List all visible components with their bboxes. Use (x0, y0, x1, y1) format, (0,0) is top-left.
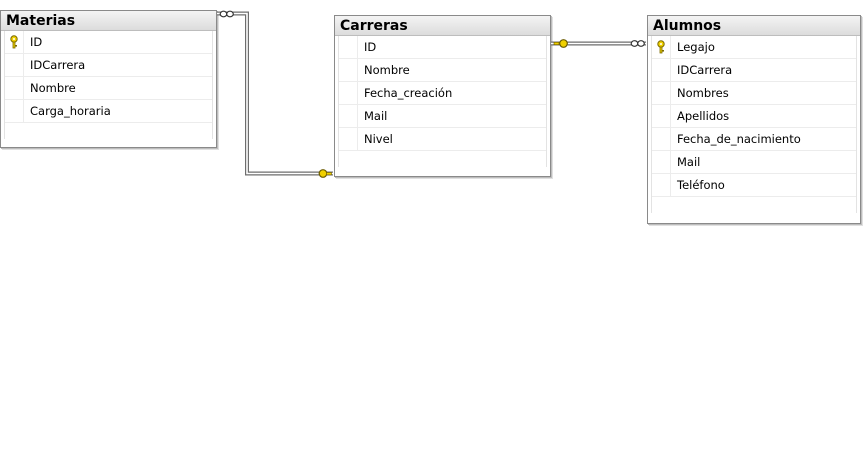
column-name: Carga_horaria (30, 104, 111, 118)
many-end-infinity-icon (630, 40, 645, 47)
table-materias[interactable]: Materias ID IDCarrera Nombre (0, 10, 217, 148)
column-list: ID IDCarrera Nombre Carga_horaria (4, 31, 213, 139)
row-gutter (339, 105, 358, 127)
column-name: Nombre (30, 81, 76, 95)
row-gutter (652, 105, 671, 127)
row-gutter (339, 82, 358, 104)
row-gutter (5, 77, 24, 99)
row-gutter (652, 82, 671, 104)
column-list: Legajo IDCarrera Nombres Apellidos Fecha… (651, 36, 857, 213)
column-row[interactable]: Mail (652, 151, 856, 174)
column-name: Apellidos (677, 109, 730, 123)
column-name: IDCarrera (677, 63, 733, 77)
table-carreras[interactable]: Carreras ID Nombre Fecha_creación Mail N… (334, 15, 551, 177)
column-name: Fecha_de_nacimiento (677, 132, 801, 146)
row-gutter (339, 36, 358, 58)
many-end-infinity-icon (219, 10, 234, 18)
column-name: IDCarrera (30, 58, 86, 72)
relationship-materias-carreras[interactable] (217, 10, 333, 178)
row-gutter (652, 36, 671, 58)
column-name: ID (30, 35, 43, 49)
one-end-key-icon (318, 169, 332, 178)
column-row[interactable]: ID (5, 31, 212, 54)
row-gutter (652, 128, 671, 150)
column-row[interactable]: Mail (339, 105, 546, 128)
column-row[interactable]: Carga_horaria (5, 100, 212, 123)
primary-key-icon (10, 35, 18, 49)
row-gutter (5, 31, 24, 53)
column-row[interactable]: ID (339, 36, 546, 59)
column-row[interactable]: Fecha_creación (339, 82, 546, 105)
column-row[interactable]: Teléfono (652, 174, 856, 197)
primary-key-icon (657, 40, 665, 54)
table-alumnos[interactable]: Alumnos Legajo IDCarrera Nombres (647, 15, 861, 224)
column-row[interactable]: IDCarrera (652, 59, 856, 82)
column-name: Mail (364, 109, 388, 123)
column-list: ID Nombre Fecha_creación Mail Nivel (338, 36, 547, 167)
column-name: Nivel (364, 132, 393, 146)
table-footer (339, 151, 546, 167)
column-name: Mail (677, 155, 701, 169)
table-title[interactable]: Alumnos (648, 16, 860, 36)
column-name: Nombre (364, 63, 410, 77)
row-gutter (5, 54, 24, 76)
column-name: ID (364, 40, 377, 54)
row-gutter (652, 151, 671, 173)
column-name: Nombres (677, 86, 729, 100)
row-gutter (339, 59, 358, 81)
column-name: Teléfono (677, 178, 725, 192)
column-row[interactable]: Nombre (5, 77, 212, 100)
column-row[interactable]: Nombre (339, 59, 546, 82)
column-row[interactable]: Nivel (339, 128, 546, 151)
column-row[interactable]: IDCarrera (5, 54, 212, 77)
one-end-key-icon (553, 39, 568, 48)
column-name: Fecha_creación (364, 86, 453, 100)
table-footer (652, 197, 856, 213)
column-row[interactable]: Fecha_de_nacimiento (652, 128, 856, 151)
row-gutter (339, 128, 358, 150)
relationship-carreras-alumnos[interactable] (551, 39, 646, 48)
table-footer (5, 123, 212, 139)
column-row[interactable]: Legajo (652, 36, 856, 59)
column-name: Legajo (677, 40, 715, 54)
row-gutter (652, 59, 671, 81)
row-gutter (5, 100, 24, 122)
table-title[interactable]: Materias (1, 11, 216, 31)
row-gutter (652, 174, 671, 196)
column-row[interactable]: Apellidos (652, 105, 856, 128)
column-row[interactable]: Nombres (652, 82, 856, 105)
table-title[interactable]: Carreras (335, 16, 550, 36)
